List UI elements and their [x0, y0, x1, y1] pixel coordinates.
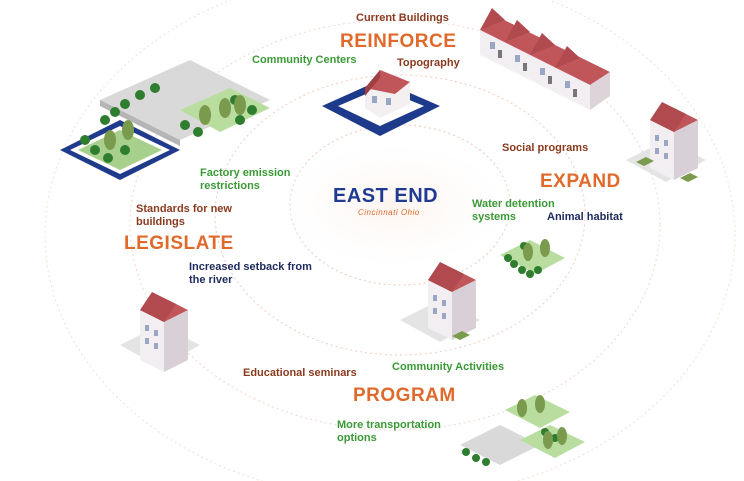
house-topography: [322, 70, 440, 136]
label-transportation-1: More transportation: [337, 419, 441, 431]
park-transportation: [460, 395, 585, 466]
label-factory-emission-2: restrictions: [200, 180, 260, 192]
label-factory-emission-1: Factory emission: [200, 167, 291, 179]
park-cluster-left: [60, 60, 270, 180]
park-animal-habitat: [500, 239, 565, 278]
label-setback-1: Increased setback from: [189, 261, 312, 273]
label-social-programs: Social programs: [502, 142, 589, 154]
center-title: EAST END: [333, 185, 439, 207]
theme-program: PROGRAM: [353, 385, 456, 406]
label-animal-habitat: Animal habitat: [547, 211, 623, 223]
row-houses: [480, 8, 610, 110]
theme-reinforce: REINFORCE: [340, 31, 457, 52]
label-standards-2: buildings: [136, 216, 185, 228]
label-transportation-2: options: [337, 432, 377, 444]
label-water-detention-1: Water detention: [472, 198, 555, 210]
center-glow: [265, 135, 525, 275]
label-community-activities: Community Activities: [392, 361, 505, 373]
building-legislate: [120, 292, 200, 372]
theme-legislate: LEGISLATE: [124, 233, 234, 254]
center-subtitle: Cincinnati Ohio: [358, 208, 420, 217]
label-educational-seminars: Educational seminars: [243, 367, 357, 379]
building-community-activities: [400, 262, 480, 342]
label-current-buildings: Current Buildings: [356, 12, 449, 24]
building-expand: [626, 102, 706, 182]
label-topography: Topography: [397, 57, 460, 69]
label-community-centers: Community Centers: [252, 54, 357, 66]
theme-expand: EXPAND: [540, 171, 621, 192]
label-setback-2: the river: [189, 274, 233, 286]
label-water-detention-2: systems: [472, 211, 517, 223]
label-standards-1: Standards for new: [136, 203, 232, 215]
